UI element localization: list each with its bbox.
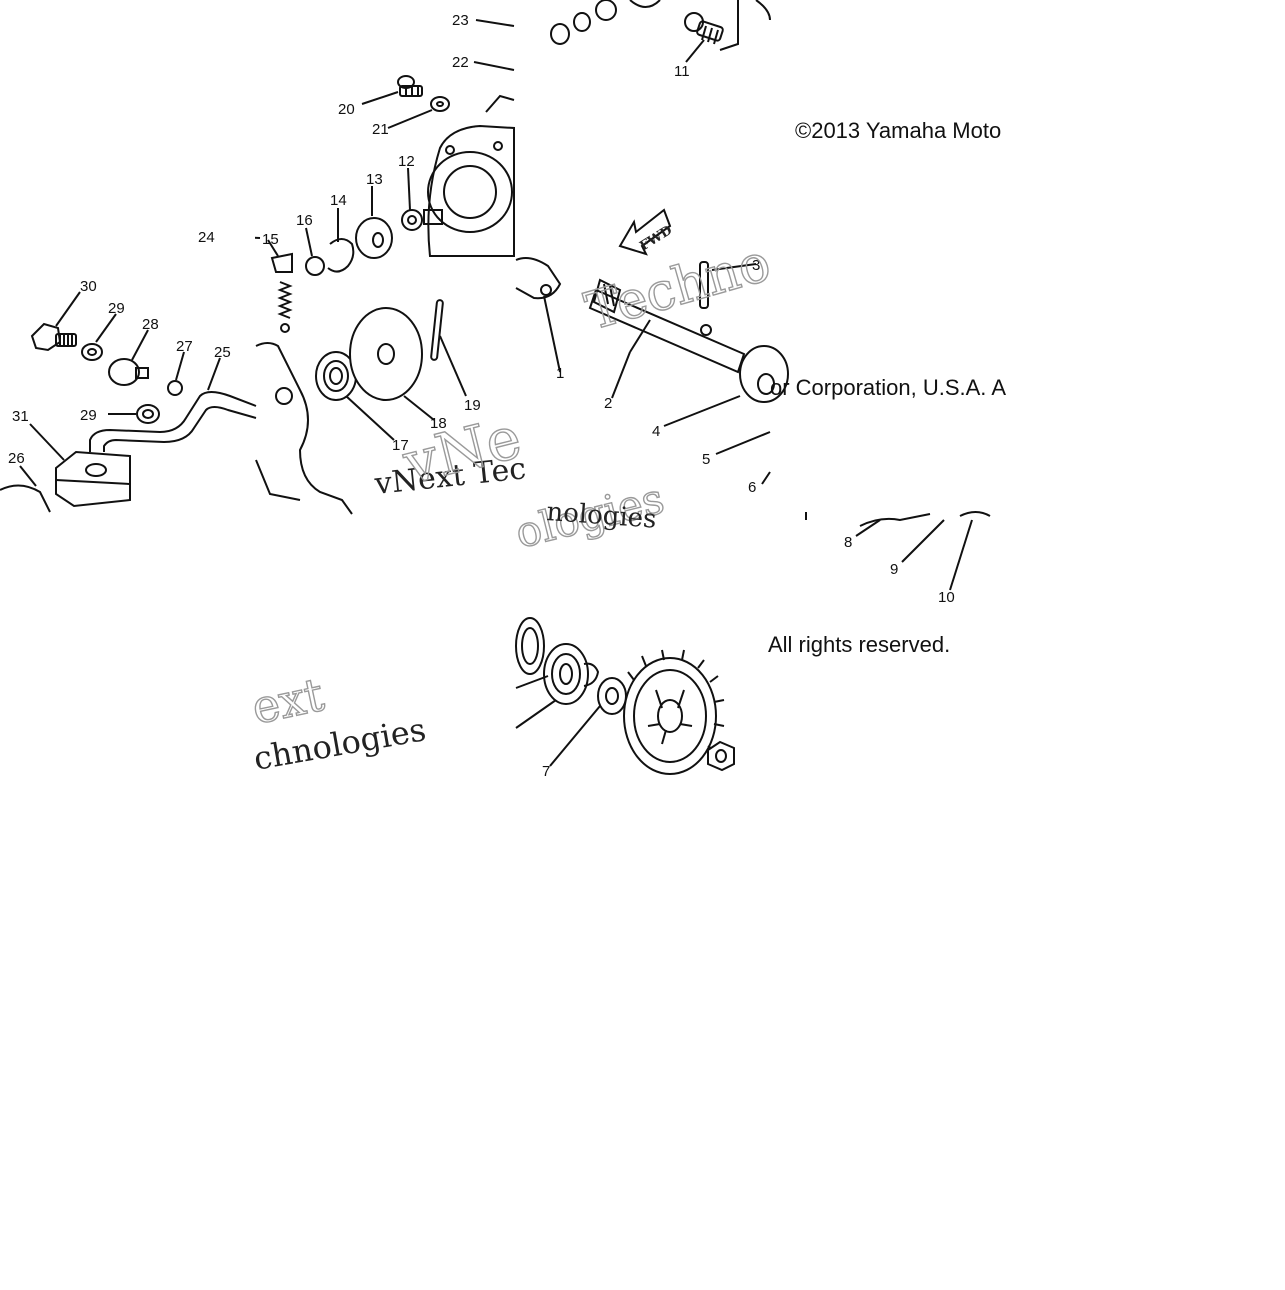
label-14: 14 xyxy=(330,192,347,209)
plate-13-icon xyxy=(355,217,393,259)
drive-gear-icon xyxy=(623,649,725,775)
cap-15-icon xyxy=(270,252,293,273)
label-4: 4 xyxy=(652,423,660,440)
tile-middle-right xyxy=(515,0,789,485)
label-29a: 29 xyxy=(108,300,125,317)
washer-21-icon xyxy=(430,96,450,112)
bearing-lower-icon xyxy=(543,643,589,705)
label-22: 22 xyxy=(452,54,469,71)
label-19: 19 xyxy=(464,397,481,414)
label-27: 27 xyxy=(176,338,193,355)
label-25: 25 xyxy=(214,344,231,361)
clip-14-icon xyxy=(327,238,355,273)
label-23: 23 xyxy=(452,12,469,29)
bolt-11-icon xyxy=(684,12,724,45)
washer-29b-icon xyxy=(136,404,160,424)
washer-29-icon xyxy=(81,343,103,361)
nut-icon xyxy=(550,23,570,45)
part-labels: 30 29 28 27 25 29 31 26 23 22 20 21 12 1… xyxy=(8,12,955,780)
pin-19-icon xyxy=(430,299,444,361)
oil-pipe-25-icon xyxy=(89,391,257,452)
nut-lower-icon xyxy=(707,740,735,772)
label-18: 18 xyxy=(430,415,447,432)
oil-pump-body-icon xyxy=(423,94,515,257)
label-8: 8 xyxy=(844,534,852,551)
label-20: 20 xyxy=(338,101,355,118)
label-11: 11 xyxy=(674,63,690,80)
label-16: 16 xyxy=(296,212,313,229)
tile-left xyxy=(0,291,257,513)
label-6: 6 xyxy=(748,479,756,496)
washer-icon xyxy=(573,12,591,32)
label-13: 13 xyxy=(366,171,383,188)
label-5: 5 xyxy=(702,451,710,468)
watermark-c: ext xyxy=(247,667,329,735)
ring-icon xyxy=(515,617,545,675)
label-12: 12 xyxy=(398,153,415,170)
pin-3-icon xyxy=(699,261,709,309)
label-2: 2 xyxy=(604,395,612,412)
label-21: 21 xyxy=(372,121,389,138)
label-26: 26 xyxy=(8,450,25,467)
fwd-arrow-icon xyxy=(618,208,672,256)
label-1: 1 xyxy=(556,365,564,382)
spring-icon xyxy=(277,281,293,333)
label-3: 3 xyxy=(752,257,760,274)
bolt-30-icon xyxy=(30,322,77,352)
copyright-line-1: ©2013 Yamaha Moto xyxy=(795,118,1002,143)
label-31: 31 xyxy=(12,408,29,425)
label-9: 9 xyxy=(890,561,898,578)
collar-4-icon xyxy=(739,345,789,403)
label-17: 17 xyxy=(392,437,409,454)
bracket-31-icon xyxy=(55,450,131,508)
part-26-edge-icon xyxy=(0,484,51,513)
tile-lower-middle xyxy=(515,617,735,775)
label-30: 30 xyxy=(80,278,97,295)
label-28: 28 xyxy=(142,316,159,333)
circlip-icon xyxy=(583,662,600,687)
gasket-1-icon xyxy=(515,257,562,300)
bolt-20-icon xyxy=(397,75,423,97)
fitting-28-icon xyxy=(108,358,149,386)
tile-right xyxy=(805,511,991,591)
label-29b: 29 xyxy=(80,407,97,424)
copyright-line-3: All rights reserved. xyxy=(768,632,951,657)
gear-8-edge-icon xyxy=(859,513,931,527)
washer-lower-icon xyxy=(597,677,627,715)
label-7: 7 xyxy=(542,763,550,780)
drive-shaft-2-icon xyxy=(588,278,746,399)
collar-16-icon xyxy=(305,256,325,276)
disc-18-icon xyxy=(349,307,423,401)
copyright-line-2: or Corporation, U.S.A. A xyxy=(770,375,1006,400)
washer-12-icon xyxy=(401,209,423,231)
label-10: 10 xyxy=(938,589,955,606)
tile-middle-left xyxy=(219,19,515,515)
pump-housing-icon xyxy=(255,342,353,515)
washer-27-icon xyxy=(167,380,183,396)
label-15: 15 xyxy=(262,231,279,248)
label-24: 24 xyxy=(198,229,215,246)
